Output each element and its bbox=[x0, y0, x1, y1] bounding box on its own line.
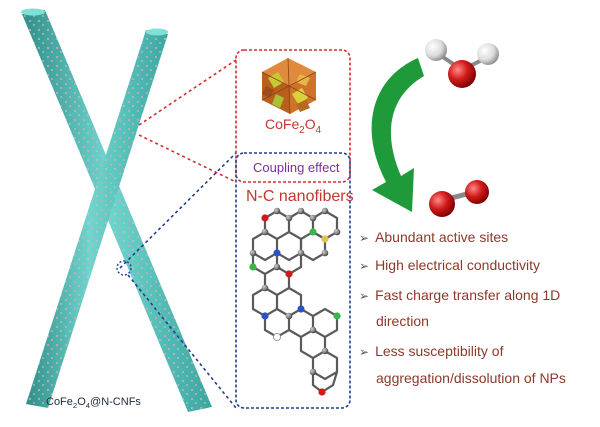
bullet-arrow-icon: ➢ bbox=[359, 259, 370, 273]
nc-frame bbox=[235, 152, 351, 409]
feature-item: ➢Fast charge transfer along 1D bbox=[359, 287, 561, 303]
nanofiber-2 bbox=[26, 28, 168, 408]
coupling-effect-label: Coupling effect bbox=[253, 160, 340, 175]
nc-nanofibers-label: N-C nanofibers bbox=[246, 188, 354, 205]
feature-item-continued: direction bbox=[376, 313, 429, 329]
zoom-circle bbox=[116, 260, 132, 276]
bullet-arrow-icon: ➢ bbox=[359, 345, 370, 359]
bullet-arrow-icon: ➢ bbox=[359, 289, 370, 303]
cofe2o4-frame bbox=[235, 49, 351, 183]
bullet-arrow-icon: ➢ bbox=[359, 231, 370, 245]
water-molecule-icon bbox=[425, 39, 499, 88]
atoms bbox=[249, 207, 341, 396]
feature-item-continued: aggregation/dissolution of NPs bbox=[376, 370, 566, 386]
feature-item: ➢Abundant active sites bbox=[359, 229, 509, 245]
oxygen-molecule-icon bbox=[429, 180, 489, 217]
feature-item: ➢Less susceptibility of bbox=[359, 343, 504, 359]
composite-label: CoFe2O4@N-CNFs bbox=[46, 396, 141, 411]
zoom-lines bbox=[119, 59, 237, 409]
cofe2o4-label: CoFe2O4 bbox=[265, 116, 322, 136]
nanofiber-1 bbox=[21, 8, 212, 412]
green-curved-arrow-icon bbox=[371, 58, 424, 212]
crystal-structure-icon bbox=[261, 57, 317, 115]
feature-item: ➢High electrical conductivity bbox=[359, 257, 541, 273]
